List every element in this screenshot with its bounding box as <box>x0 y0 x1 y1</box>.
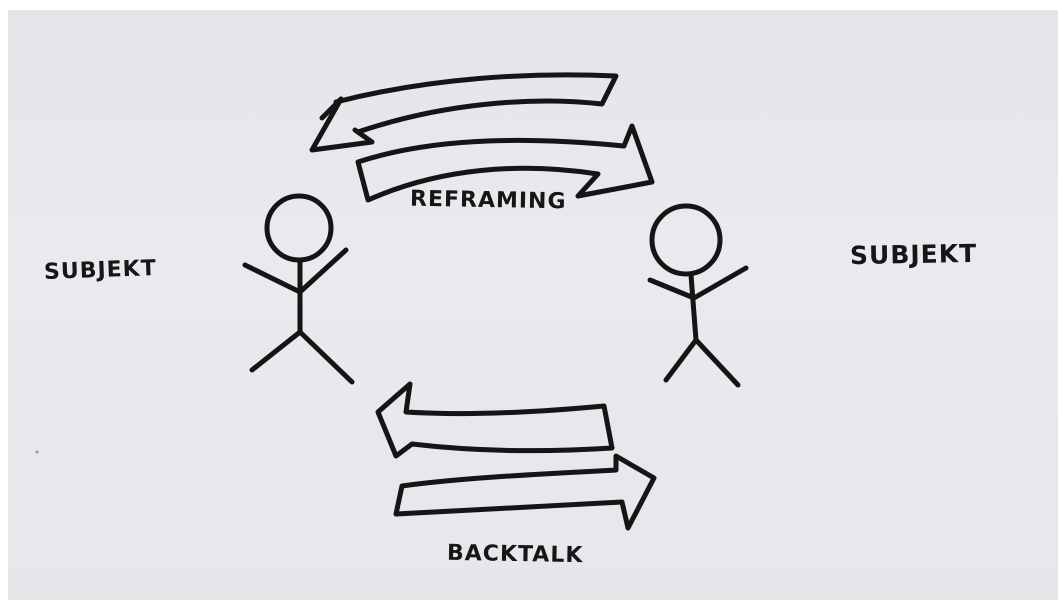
backtalk-label: BACKTALK <box>446 540 584 569</box>
reframing-arrow-right <box>355 123 655 203</box>
reframing-arrow-left <box>309 72 619 153</box>
backtalk-arrow-left <box>375 381 615 459</box>
subject-left-label: SUBJEKT <box>43 256 158 285</box>
right-stick-figure-icon <box>647 203 749 388</box>
left-stick-figure-icon <box>242 193 355 385</box>
subject-right-label: SUBJEKT <box>849 238 978 271</box>
reframing-label: REFRAMING <box>409 186 567 215</box>
paper-background <box>8 10 1058 600</box>
backtalk-arrow-right <box>393 453 657 531</box>
paper-speck <box>35 450 39 454</box>
